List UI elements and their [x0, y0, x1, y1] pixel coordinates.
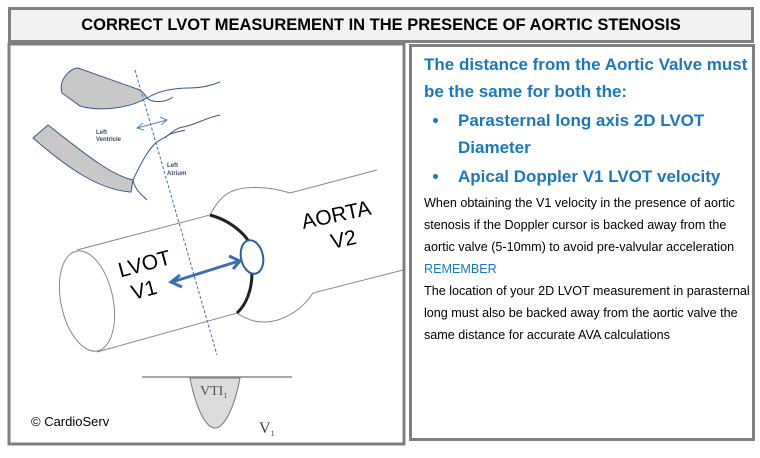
aorta-label: AORTA: [300, 197, 374, 234]
page-title: CORRECT LVOT MEASUREMENT IN THE PRESENCE…: [81, 15, 681, 34]
mitral-loop: [146, 96, 174, 103]
diagram-border: [7, 42, 406, 446]
posterior-wall: [132, 114, 221, 181]
lower-wall: [32, 124, 134, 193]
panel-title: The distance from the Aortic Valve must …: [424, 55, 748, 101]
posterior-wall-lower: [132, 179, 148, 201]
lvot-measurement-ellipse: [239, 239, 265, 275]
bullet-item: Apical Doppler V1 LVOT velocity: [450, 163, 752, 190]
v1-label: V1: [129, 276, 160, 305]
mitral-posterior: [164, 129, 186, 139]
header-title-box: CORRECT LVOT MEASUREMENT IN THE PRESENCE…: [8, 7, 754, 43]
v1-doppler-label: V1: [259, 420, 275, 438]
doppler-cursor-line: [134, 69, 218, 356]
upper-wall: [60, 67, 148, 110]
lvot-aorta-tube: [58, 169, 404, 353]
double-arrow-icon: [135, 116, 168, 131]
lvot-label: LVOT: [116, 246, 174, 282]
paragraph-2d: The location of your 2D LVOT measurement…: [424, 284, 750, 342]
vti-envelope: [189, 377, 241, 429]
bullet-item: Parasternal long axis 2D LVOT Diameter: [450, 107, 752, 161]
mitral-anterior: [146, 81, 221, 99]
paragraph-doppler: When obtaining the V1 velocity in the pr…: [424, 196, 735, 254]
info-panel: The distance from the Aortic Valve must …: [409, 44, 755, 441]
remember-label: REMEMBER: [424, 262, 497, 276]
vti-label: VTI1: [200, 384, 227, 400]
measurement-arrow-icon: [168, 254, 243, 289]
v2-label: V2: [329, 226, 359, 254]
bullet-list: Parasternal long axis 2D LVOT Diameter A…: [424, 107, 752, 190]
parasternal-sketch: [32, 67, 221, 201]
copyright: © CardioServ: [31, 414, 110, 429]
